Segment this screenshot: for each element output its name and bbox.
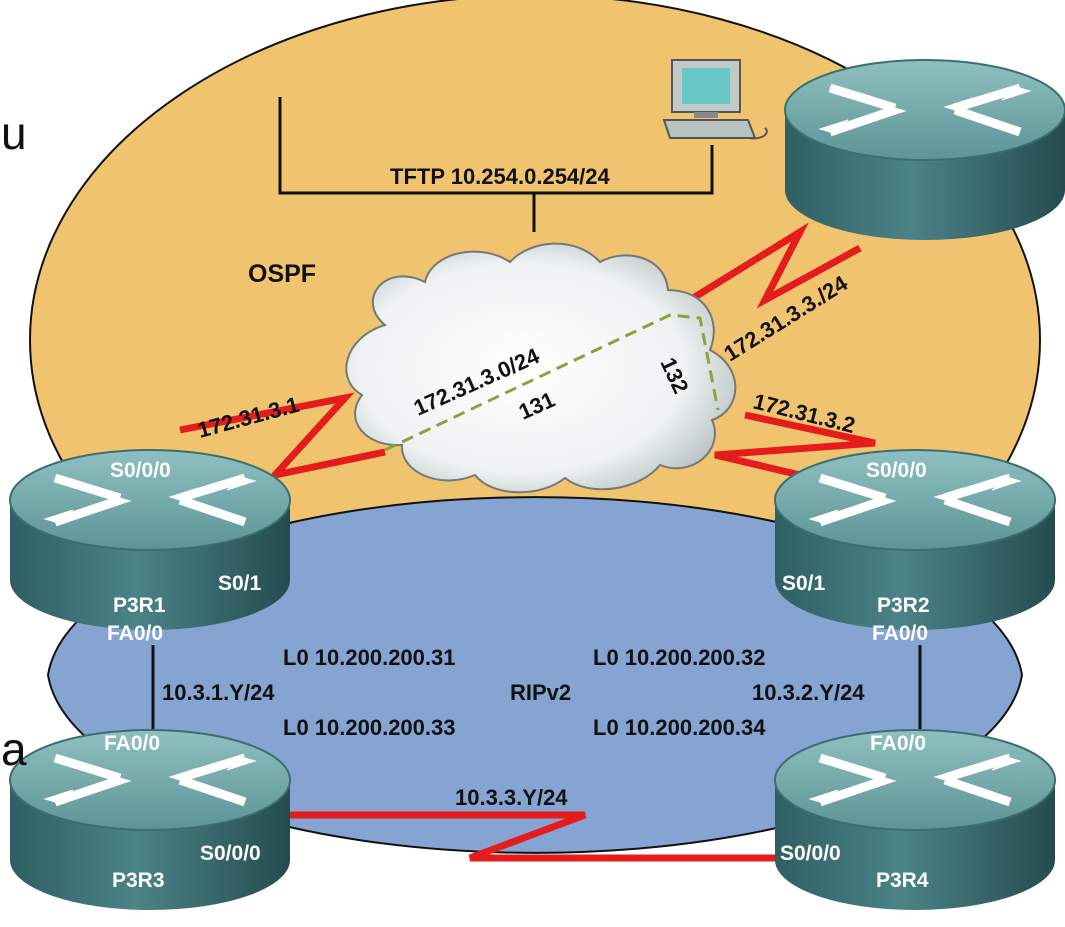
p3r2-name: P3R2 — [877, 594, 930, 617]
serial-link-hub — [688, 222, 862, 309]
p3r1-name: P3R1 — [113, 594, 166, 617]
p3r3-name: P3R3 — [112, 869, 165, 892]
tftp-server-pc-icon — [662, 59, 768, 140]
frame-relay-pvc — [384, 313, 720, 452]
p3r3-if-side: S0/0/0 — [200, 842, 261, 865]
tftp-label: TFTP 10.254.0.254/24 — [390, 164, 611, 189]
rip-area-label: RIPv2 — [510, 680, 571, 705]
p3r4-if-top: FA0/0 — [870, 732, 926, 755]
p3r3-if-top: FA0/0 — [104, 732, 160, 755]
p3r2-loopback: L0 10.200.200.32 — [593, 645, 765, 670]
lan-24-label: 10.3.2.Y/24 — [752, 680, 865, 705]
p3r1-loopback: L0 10.200.200.31 — [283, 645, 455, 670]
p3r2-if-side: S0/1 — [782, 572, 826, 595]
lan-13-label: 10.3.1.Y/24 — [162, 680, 275, 705]
p3r2-if-bottom: FA0/0 — [872, 622, 928, 645]
edge-fragment-top: u — [1, 107, 27, 159]
p3r4-name: P3R4 — [876, 869, 929, 892]
ospf-area-label: OSPF — [248, 260, 316, 288]
tftp-lan-line — [278, 97, 714, 195]
serial-34-label: 10.3.3.Y/24 — [455, 785, 568, 810]
p3r1-if-bottom: FA0/0 — [107, 622, 163, 645]
hub-router-icon — [785, 60, 1065, 240]
p3r1-if-side: S0/1 — [218, 572, 262, 595]
serial-link-p3r1 — [179, 392, 386, 481]
p3r2-if-top: S0/0/0 — [866, 459, 927, 482]
p3r1-if-top: S0/0/0 — [110, 459, 171, 482]
p3r4-if-side: S0/0/0 — [780, 842, 841, 865]
serial-link-p3r2 — [714, 411, 876, 486]
p3r3-loopback: L0 10.200.200.33 — [283, 715, 455, 740]
frame-relay-cloud-icon — [345, 242, 737, 494]
serial-link-p3r3-p3r4 — [290, 811, 785, 862]
p3r4-loopback: L0 10.200.200.34 — [593, 715, 766, 740]
edge-fragment-bottom: a — [1, 723, 27, 775]
